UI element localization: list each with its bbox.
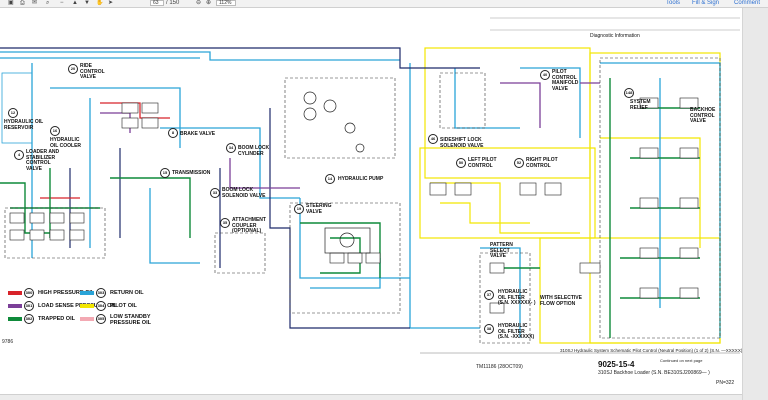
page-no: 9025-15-4 [598,360,635,369]
print-icon[interactable]: ⎙ [20,0,25,6]
next-page-icon[interactable]: ▼ [84,0,90,6]
filter1-label: HYDRAULIC OIL FILTER (S.N. XXXXXX- ) [498,289,536,306]
brake-label: BRAKE VALVE [180,131,216,137]
page-total: / 150 [166,0,180,6]
pdf-toolbar: ▣ ⎙ ✉ ⌕ − ▲ ▼ ✋ ➤ 63 / 150 ⊖ ⊕ 112% Tool… [0,0,768,8]
zoom-plus-icon[interactable]: ⊕ [206,0,212,6]
zoom-minus-icon[interactable]: ⊖ [196,0,202,6]
pilot-manifold-num: 40 [540,70,550,80]
legend-swatch-lowstandby [80,317,94,321]
page-number-input[interactable]: 63 [150,0,164,6]
section-title: Diagnostic Information [590,33,640,39]
loader-num: 4 [14,150,24,160]
reservoir-num: 12 [8,108,18,118]
filter1-num: 37 [484,290,494,300]
fill-sign-link[interactable]: Fill & Sign [692,0,720,6]
filter2-num: 38 [484,324,494,334]
filter2-label: HYDRAULIC OIL FILTER (S.N. -XXXXXX) [498,323,535,340]
legend-label-lowstandby: LOW STANDBY PRESSURE OIL [110,314,151,326]
steering-num: 19 [294,204,304,214]
right-pilot-label: RIGHT PILOT CONTROL [526,157,558,169]
legend-swatch-high [8,291,22,295]
ride-control-num: 20 [68,64,78,74]
left-pilot-label: LEFT PILOT CONTROL [468,157,497,169]
sideshift-num: 46 [428,134,438,144]
continued-note: Continued on next page [660,358,703,363]
legend-label-load: LOAD SENSE PRESSURE OIL [38,303,117,309]
brake-num: 8 [168,128,178,138]
boom-sol-num: 33 [210,188,220,198]
legend-num-trapped: 302 [24,314,34,324]
right-pilot-num: 52 [514,158,524,168]
search-icon[interactable]: ⌕ [46,0,50,6]
figure-caption: 310SJ Hydraulic System Schematic Pilot C… [560,348,743,353]
backhoe-label: BACKHOE CONTROL VALVE [690,107,716,124]
book-title: 310SJ Backhoe Loader (S.N. BE310SJ200869… [598,370,710,376]
return-oil-lines [0,51,721,338]
boom-sol-label: BOOM LOCK SOLENOID VALVE [222,187,266,199]
schematic-page: Diagnostic Information 20 RIDE CONTROL V… [0,8,742,394]
hand-tool-icon[interactable]: ✋ [96,0,104,6]
zoom-input[interactable]: 112% [216,0,236,6]
left-code: 9786 [2,339,14,345]
select-tool-icon[interactable]: ➤ [108,0,114,6]
relief-num: 148 [624,88,634,98]
cooler-label: HYDRAULIC OIL COOLER [50,137,82,149]
status-bar [0,394,742,400]
right-panel-gutter[interactable] [742,8,768,400]
relief-label: SYSTEM RELIEF [630,99,651,111]
pilot-manifold-label: PILOT CONTROL MANIFOLD VALVE [552,69,579,92]
tools-link[interactable]: Tools [666,0,681,6]
left-pilot-num: 50 [456,158,466,168]
legend-swatch-pilot [80,304,94,308]
doc-id: TM11186 (28OCT09) [476,364,523,370]
component-boxes [4,57,721,344]
legend-num-load: 301 [24,301,34,311]
hydraulic-schematic [0,17,740,354]
reservoir-tank [1,72,33,144]
transmission-num: 15 [160,168,170,178]
reservoir-label: HYDRAULIC OIL RESERVOIR [4,119,44,131]
steering-motor-icon [324,227,371,254]
coupler-label: ATTACHMENT COUPLER (OPTIONAL) [232,217,266,234]
legend-label-return: RETURN OIL [110,290,144,296]
legend-label-trapped: TRAPPED OIL [38,316,75,322]
selective-flow-label: WITH SELECTIVE FLOW OPTION [540,295,582,307]
email-icon[interactable]: ✉ [32,0,38,6]
pump-num: 14 [325,174,335,184]
steering-label: STEERING VALVE [306,203,332,215]
pn: PN=322 [716,380,735,386]
legend-swatch-trapped [8,317,22,321]
transmission-label: TRANSMISSION [172,170,211,176]
prev-page-icon[interactable]: ▲ [72,0,78,6]
ride-control-label: RIDE CONTROL VALVE [80,63,105,80]
boom-cyl-num: 34 [226,143,236,153]
legend-label-pilot: PILOT OIL [110,303,137,309]
legend-num-pilot: 304 [96,301,106,311]
legend-swatch-load [8,304,22,308]
comment-link[interactable]: Comment [734,0,761,6]
save-icon[interactable]: ▣ [8,0,14,6]
legend-num-return: 303 [96,288,106,298]
coupler-num: 35 [220,218,230,228]
legend-num-high: 300 [24,288,34,298]
sideshift-label: SIDESHIFT LOCK SOLENOID VALVE [440,137,484,149]
pump-label: HYDRAULIC PUMP [338,176,384,182]
cooler-num: 16 [50,126,60,136]
legend-swatch-return [80,291,94,295]
legend-num-lowstandby: 305 [96,314,106,324]
zoom-out-icon[interactable]: − [60,0,64,6]
pump-glyphs [303,91,365,153]
high-pressure-lines [40,102,170,199]
valve-glyphs [9,97,699,314]
pattern-select-label: PATTERN SELECT VALVE [490,242,513,259]
loader-label: LOADER AND STABILIZER CONTROL VALVE [26,149,60,172]
legend-label-high: HIGH PRESSURE OIL [38,290,95,296]
boom-cyl-label: BOOM LOCK CYLINDER [238,145,270,157]
